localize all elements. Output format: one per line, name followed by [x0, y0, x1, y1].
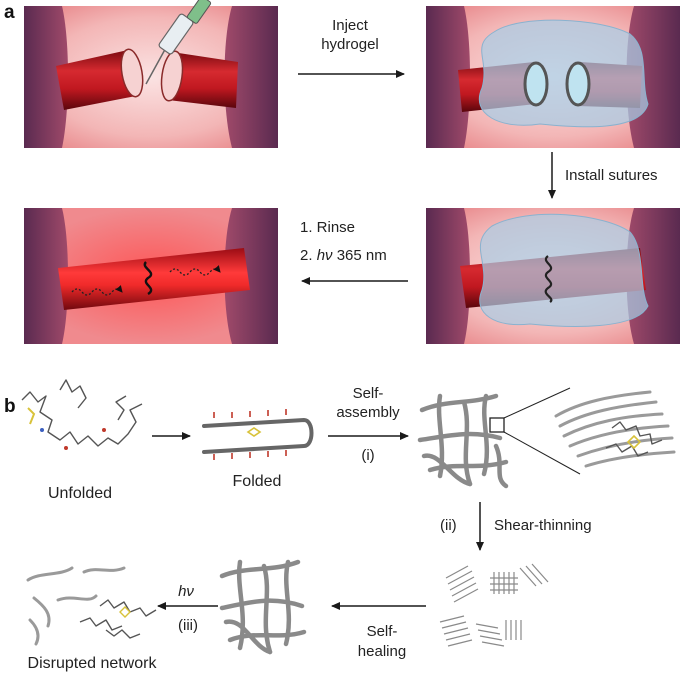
shear-thinning-label: Shear-thinning: [494, 517, 592, 534]
light-symbol-label: hν: [178, 583, 194, 600]
disrupted-label: Disrupted network: [28, 655, 158, 672]
tile-sutured-in-gel: [426, 208, 680, 344]
tile-hydrogel-injected: [426, 6, 680, 148]
vessel-left-end: [523, 61, 549, 107]
self-healing-label-line1: Self-: [367, 623, 398, 640]
folded-hairpin-icon: [202, 409, 314, 460]
panel-b-label: b: [4, 396, 16, 417]
unfolded-label: Unfolded: [48, 485, 112, 502]
fragmented-fibrils-icon: [439, 563, 549, 647]
inject-label-line2: hydrogel: [321, 36, 379, 53]
rinse-label: 1. Rinse: [300, 219, 355, 236]
suture-icon: [143, 261, 153, 296]
suture-icon: [544, 255, 553, 303]
syringe-icon: [145, 0, 212, 85]
step-iii-label: (iii): [178, 617, 198, 634]
zoom-line-top: [503, 387, 571, 419]
disrupted-network-icon: [26, 566, 157, 646]
step-ii-label: (ii): [440, 517, 457, 534]
flow-arrow-left: [71, 285, 123, 296]
zoom-line-bottom: [503, 431, 581, 475]
panel-a-label: a: [4, 2, 15, 23]
flow-arrow-right: [169, 265, 221, 276]
sutures-label: Install sutures: [565, 167, 658, 184]
fibril-network-icon: [417, 393, 509, 489]
vessel-right-segment: [168, 52, 238, 108]
self-assembly-label-line1: Self-: [353, 385, 384, 402]
vessel-right-lumen: [160, 50, 184, 102]
inject-label-line1: Inject: [332, 17, 369, 34]
light-label: 2. hν 365 nm: [300, 247, 387, 264]
vessel-left-lumen: [120, 48, 144, 98]
tile-transected-vessel: [24, 0, 278, 148]
hydrogel-blob: [479, 213, 649, 327]
hydrogel-blob: [478, 19, 649, 128]
healed-network-icon: [219, 559, 307, 655]
zoom-box: [489, 417, 505, 433]
vessel-right-end: [565, 61, 591, 107]
tile-repaired-vessel: [24, 208, 278, 344]
self-healing-label-line2: healing: [358, 643, 406, 660]
stacked-fibrils-icon: [554, 390, 676, 468]
unfolded-peptide-icon: [21, 379, 143, 450]
step-i-label: (i): [361, 447, 374, 464]
self-assembly-label-line2: assembly: [336, 404, 400, 421]
folded-label: Folded: [233, 473, 282, 490]
vessel-left-segment: [56, 50, 136, 110]
